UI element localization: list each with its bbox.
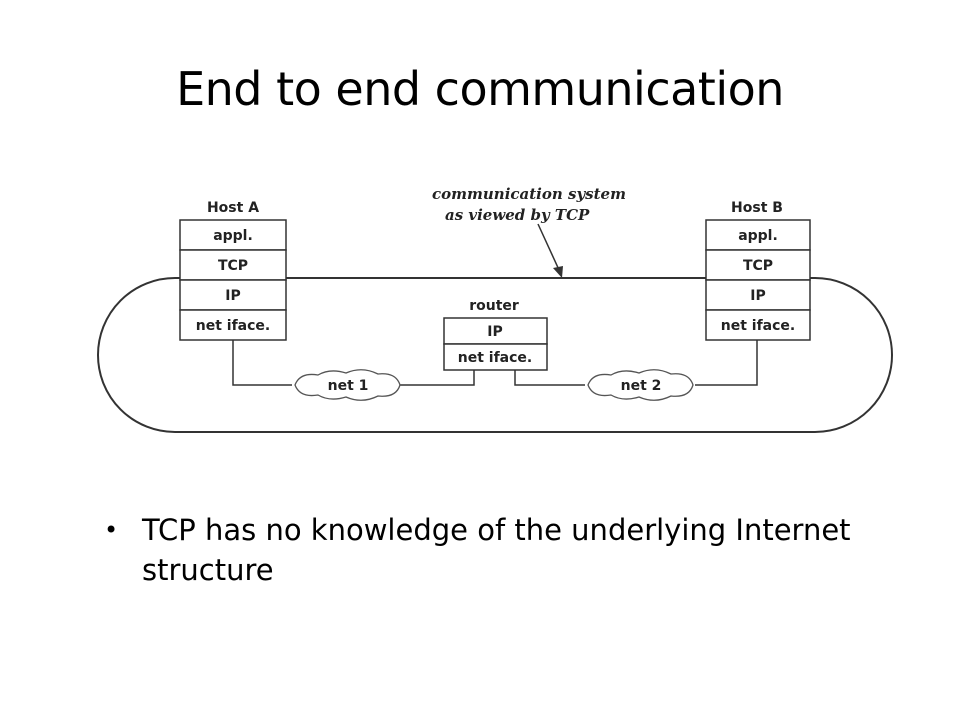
network-links: [232, 340, 758, 386]
host-a-layer-tcp: TCP: [218, 258, 248, 274]
host-b-title: Host B: [731, 200, 783, 216]
bullet-item: • TCP has no knowledge of the underlying…: [104, 510, 898, 590]
net-1-cloud: [294, 369, 401, 401]
host-b-layer-appl: appl.: [738, 228, 778, 244]
host-a-layer-net-iface: net iface.: [196, 318, 270, 334]
annotation-line-1: communication system: [432, 185, 626, 203]
annotation-line-2: as viewed by TCP: [445, 206, 590, 224]
host-b-stack: [705, 219, 811, 341]
annotation-arrow-head: [553, 266, 563, 278]
host-b-layer-net-iface: net iface.: [721, 318, 795, 334]
router-title: router: [469, 298, 519, 314]
host-a-stack: [179, 219, 287, 341]
net-1-label: net 1: [328, 378, 369, 394]
bullet-list: • TCP has no knowledge of the underlying…: [104, 510, 898, 590]
host-b-layer-tcp: TCP: [743, 258, 773, 274]
host-a-layer-ip: IP: [225, 288, 240, 304]
net-2-label: net 2: [621, 378, 662, 394]
annotation-arrow-line: [537, 223, 561, 273]
bullet-dot-icon: •: [104, 516, 119, 544]
net-2-cloud: [587, 369, 694, 401]
host-a-layer-appl: appl.: [213, 228, 253, 244]
bullet-text: TCP has no knowledge of the underlying I…: [142, 513, 851, 587]
router-layer-ip: IP: [487, 324, 502, 340]
host-a-title: Host A: [207, 200, 259, 216]
network-diagram: communication system as viewed by TCP Ho…: [97, 185, 893, 433]
host-b-layer-ip: IP: [750, 288, 765, 304]
slide-title: End to end communication: [176, 62, 784, 116]
router-stack: [443, 317, 548, 371]
router-layer-net-iface: net iface.: [458, 350, 532, 366]
tcp-view-boundary: [97, 277, 893, 433]
